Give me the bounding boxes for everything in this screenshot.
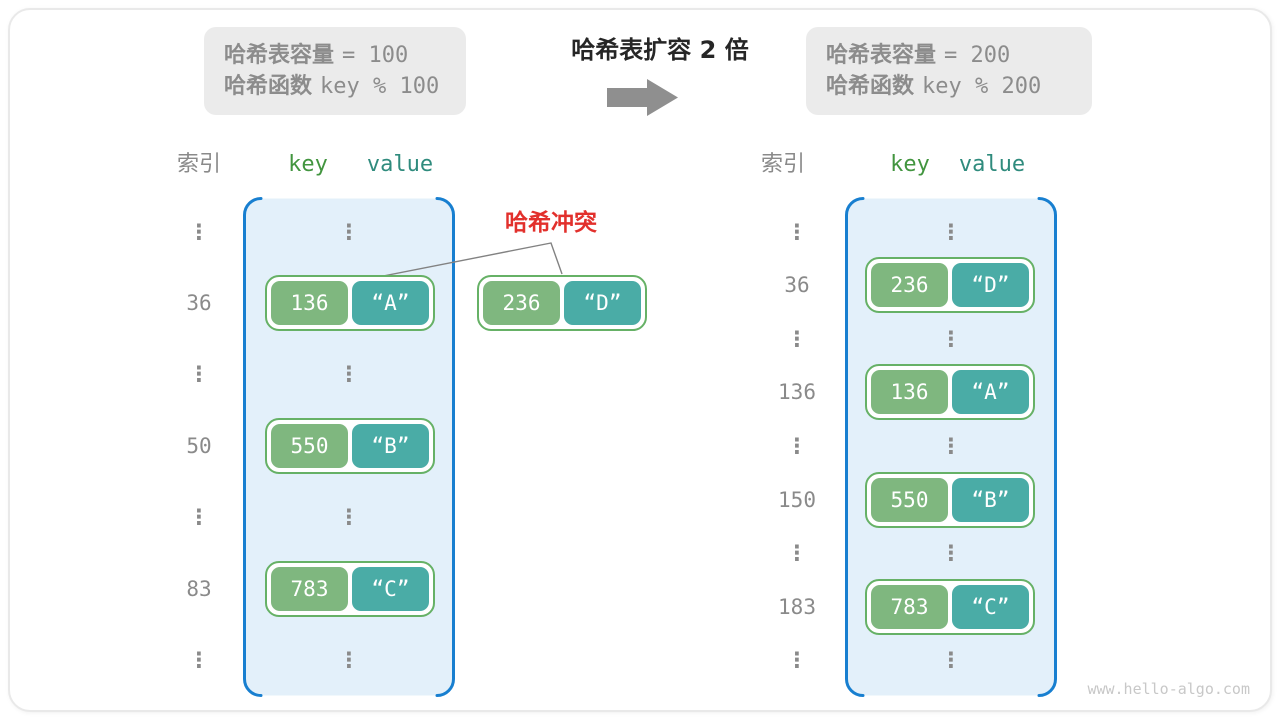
right-index-36: 36: [784, 273, 810, 297]
collision-pair-236-D: 236 “D”: [477, 275, 647, 331]
right-index-136: 136: [778, 380, 816, 404]
right-pair-783-C: 783 “C”: [865, 579, 1035, 635]
diagram-card: [8, 8, 1272, 712]
value-cell: “A”: [352, 281, 429, 325]
key-cell: 550: [871, 478, 948, 522]
watermark: www.hello-algo.com: [1087, 680, 1250, 698]
key-cell: 550: [271, 424, 348, 468]
left-index-36: 36: [186, 291, 212, 315]
left-index-ellipsis: ⋮: [188, 362, 210, 386]
right-hash-function-line: 哈希函数 key % 200: [826, 71, 1092, 102]
key-cell: 783: [271, 567, 348, 611]
right-bucket-ellipsis: ⋮: [940, 434, 962, 458]
expand-arrow-icon: [607, 79, 678, 116]
left-hash-function-label: 哈希函数: [224, 74, 313, 99]
left-capacity-line: 哈希表容量 = 100: [224, 40, 466, 71]
value-cell: “D”: [952, 263, 1029, 307]
page-title: 哈希表扩容 2 倍: [571, 36, 749, 64]
right-index-ellipsis: ⋮: [786, 327, 808, 351]
left-pair-136-A: 136 “A”: [265, 275, 435, 331]
left-value-header: value: [366, 152, 434, 177]
left-index-83: 83: [186, 577, 212, 601]
right-pair-136-A: 136 “A”: [865, 364, 1035, 420]
key-cell: 783: [871, 585, 948, 629]
right-value-header: value: [958, 152, 1026, 177]
value-cell: “B”: [952, 478, 1029, 522]
key-cell: 236: [871, 263, 948, 307]
left-bucket-ellipsis: ⋮: [338, 362, 360, 386]
right-index-header: 索引: [760, 152, 805, 177]
left-hash-function-value: key % 100: [320, 74, 440, 99]
key-cell: 136: [871, 370, 948, 414]
left-pair-550-B: 550 “B”: [265, 418, 435, 474]
right-bucket-array: [845, 197, 1057, 697]
right-pair-550-B: 550 “B”: [865, 472, 1035, 528]
left-capacity-value: = 100: [342, 43, 409, 68]
right-bucket-ellipsis: ⋮: [940, 648, 962, 672]
key-cell: 136: [271, 281, 348, 325]
right-index-ellipsis: ⋮: [786, 220, 808, 244]
left-key-header: key: [288, 152, 328, 177]
left-hash-function-line: 哈希函数 key % 100: [224, 71, 466, 102]
right-key-header: key: [890, 152, 930, 177]
left-index-ellipsis: ⋮: [188, 220, 210, 244]
left-pair-783-C: 783 “C”: [265, 561, 435, 617]
left-capacity-label: 哈希表容量: [224, 43, 335, 68]
right-capacity-info-box: 哈希表容量 = 200 哈希函数 key % 200: [806, 27, 1092, 115]
right-bucket-ellipsis: ⋮: [940, 541, 962, 565]
left-index-50: 50: [186, 434, 212, 458]
right-capacity-line: 哈希表容量 = 200: [826, 40, 1092, 71]
left-index-header: 索引: [176, 152, 221, 177]
right-capacity-value: = 200: [944, 43, 1011, 68]
value-cell: “C”: [952, 585, 1029, 629]
left-index-ellipsis: ⋮: [188, 505, 210, 529]
value-cell: “A”: [952, 370, 1029, 414]
right-bucket-ellipsis: ⋮: [940, 327, 962, 351]
value-cell: “D”: [564, 281, 641, 325]
left-bucket-ellipsis: ⋮: [338, 220, 360, 244]
value-cell: “C”: [352, 567, 429, 611]
left-index-ellipsis: ⋮: [188, 648, 210, 672]
left-bucket-ellipsis: ⋮: [338, 505, 360, 529]
right-hash-function-label: 哈希函数: [826, 74, 915, 99]
right-index-ellipsis: ⋮: [786, 648, 808, 672]
right-bucket-ellipsis: ⋮: [940, 220, 962, 244]
left-capacity-info-box: 哈希表容量 = 100 哈希函数 key % 100: [204, 27, 466, 115]
hash-collision-label: 哈希冲突: [505, 210, 597, 236]
right-capacity-label: 哈希表容量: [826, 43, 937, 68]
left-bucket-ellipsis: ⋮: [338, 648, 360, 672]
right-index-183: 183: [778, 595, 816, 619]
right-index-ellipsis: ⋮: [786, 541, 808, 565]
key-cell: 236: [483, 281, 560, 325]
right-hash-function-value: key % 200: [922, 74, 1042, 99]
value-cell: “B”: [352, 424, 429, 468]
right-index-ellipsis: ⋮: [786, 434, 808, 458]
right-index-150: 150: [778, 488, 816, 512]
right-pair-236-D: 236 “D”: [865, 257, 1035, 313]
